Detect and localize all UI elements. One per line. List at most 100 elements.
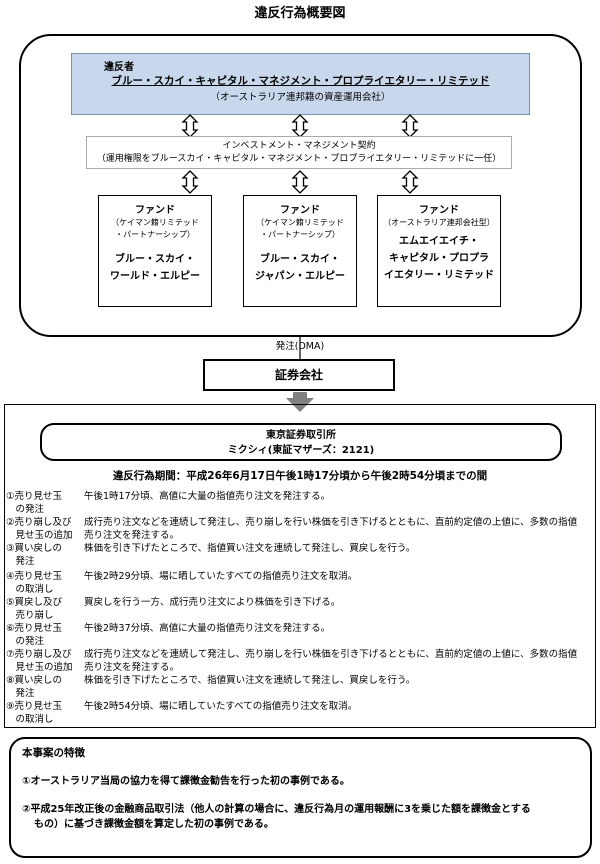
step-text: 成行売り注文などを連続して発注し、売り崩しを行い株価を引き下げるとともに、直前約… [84, 648, 596, 674]
step-label-line: ⑧買い戻しの [6, 675, 63, 686]
step-label-line: の取消し [6, 714, 54, 725]
exchange-name: 東京証券取引所 [266, 430, 336, 441]
contract-line1: インベストメント・マネジメント契約 [222, 141, 376, 151]
step-label: ⑧買い戻しの 発注 [6, 674, 92, 700]
step-label: ⑥売り見せ玉 の発注 [6, 622, 92, 648]
fund-box-2: ファンド （ケイマン籍リミテッド ・パートナーシップ） ブルー・スカイ・ ジャパ… [243, 195, 357, 307]
fund-name-line: ブルー・スカイ・ [260, 254, 340, 265]
step-text: 午後2時54分頃、場に晒していたすべての指値売り注文を取消。 [84, 700, 596, 713]
exchange-box: 東京証券取引所 ミクシィ(東証マザーズ：2121) [40, 423, 562, 461]
step-text: 株価を引き下げたところで、指値買い注文を連続して発注し、買戻しを行う。 [84, 674, 596, 687]
step-label: ①売り見せ玉 の発注 [6, 490, 92, 516]
step-label-line: の取消し [6, 584, 54, 595]
step-label-line: ⑥売り見せ玉 [6, 623, 63, 634]
step-text: 買戻しを行う一方、成行売り注文により株価を引き下げる。 [84, 596, 596, 609]
step-label-line: ④売り見せ玉 [6, 571, 63, 582]
fund-type-line: （オーストラリア連邦会社型） [383, 218, 495, 227]
step-label-line: ③買い戻しの [6, 543, 63, 554]
double-arrow-icon [292, 114, 308, 138]
fund-name: ブルー・スカイ・ ワールド・エルピー [99, 251, 211, 285]
feature-item-2-line: ②平成25年改正後の金融商品取引法（他人の計算の場合に、違反行為月の運用報酬に3… [22, 804, 531, 815]
step-label-line: 見せ玉の追加 [6, 530, 73, 541]
step-label: ⑦売り崩し及び 見せ玉の追加 [6, 648, 92, 674]
double-arrow-icon [182, 114, 198, 138]
step-label-line: 発注 [6, 556, 35, 567]
step-text-line: 株価を引き下げたところで、指値買い注文を連続して発注し、買戻しを行う。 [84, 675, 416, 686]
features-title: 本事案の特徴 [22, 747, 85, 759]
fund-name-line: キャピタル・プロプラ [389, 253, 489, 264]
step-text-line: 売り注文を発注する。 [84, 530, 180, 541]
step-text-line: 午後2時37分頃、高値に大量の指値売り注文を発注する。 [84, 623, 331, 634]
fund-name: エムエイエイチ・ キャピタル・プロプラ イエタリー・リミテッド [378, 233, 500, 284]
page-title: 違反行為概要図 [254, 6, 346, 21]
step-label-line: 売り崩し [6, 610, 54, 621]
step-label: ⑤買戻し及び 売り崩し [6, 596, 92, 622]
fund-header: ファンド [280, 205, 320, 216]
step-label: ④売り見せ玉 の取消し [6, 570, 92, 596]
violator-box [71, 53, 530, 115]
step-label-line: ⑨売り見せ玉 [6, 701, 63, 712]
step-label-line: ①売り見せ玉 [6, 491, 63, 502]
fund-box-3: ファンド （オーストラリア連邦会社型） エムエイエイチ・ キャピタル・プロプラ … [377, 195, 501, 307]
violator-label: 違反者 [104, 62, 134, 73]
step-label: ③買い戻しの 発注 [6, 542, 92, 568]
step-label-line: の発注 [6, 504, 45, 515]
fund-box-1: ファンド （ケイマン籍リミテッド ・パートナーシップ） ブルー・スカイ・ ワール… [98, 195, 212, 307]
violator-subtitle: （オーストラリア連邦籍の資産運用会社） [210, 92, 391, 103]
step-text-line: 午後2時29分頃、場に晒していたすべての指値売り注文を取消。 [84, 571, 358, 582]
step-text-line: 売り注文を発注する。 [84, 662, 180, 673]
fund-type: （ケイマン籍リミテッド ・パートナーシップ） [244, 217, 356, 241]
fund-name-line: ワールド・エルピー [110, 271, 200, 282]
violation-period: 違反行為期間：平成26年6月17日午後1時17分頃から午後2時54分頃までの間 [112, 470, 488, 482]
step-label-line: ⑤買戻し及び [6, 597, 63, 608]
fund-header: ファンド [419, 205, 459, 216]
broker-box: 証券会社 [203, 359, 395, 391]
fund-type: （ケイマン籍リミテッド ・パートナーシップ） [99, 217, 211, 241]
contract-box: インベストメント・マネジメント契約 （運用権限をブルースカイ・キャピタル・マネジ… [86, 136, 512, 169]
fund-name-line: ブルー・スカイ・ [115, 254, 195, 265]
fund-header: ファンド [135, 205, 175, 216]
exchange-stock: ミクシィ(東証マザーズ：2121) [227, 445, 375, 456]
double-arrow-icon [292, 170, 308, 194]
market-frame [4, 404, 596, 728]
double-arrow-icon [402, 114, 418, 138]
fund-type-line: ・パートナーシップ） [260, 230, 340, 239]
step-label-line: 発注 [6, 688, 35, 699]
fund-name: ブルー・スカイ・ ジャパン・エルピー [244, 251, 356, 285]
step-text: 午後2時37分頃、高値に大量の指値売り注文を発注する。 [84, 622, 596, 635]
double-arrow-icon [402, 170, 418, 194]
step-label: ⑨売り見せ玉 の取消し [6, 700, 92, 726]
step-label: ②売り崩し及び 見せ玉の追加 [6, 516, 92, 542]
fund-type-line: ・パートナーシップ） [115, 230, 195, 239]
fund-type-line: （ケイマン籍リミテッド [111, 218, 199, 227]
step-text-line: 成行売り注文などを連続して発注し、売り崩しを行い株価を引き下げるとともに、直前約… [84, 649, 578, 660]
feature-item-2: ②平成25年改正後の金融商品取引法（他人の計算の場合に、違反行為月の運用報酬に3… [22, 802, 584, 832]
violator-name: ブルー・スカイ・キャピタル・マネジメント・プロプライエタリー・リミテッド [111, 75, 490, 87]
feature-item-2-line: もの）に基づき課徴金額を算定した初の事例である。 [34, 819, 274, 830]
step-label-line: ②売り崩し及び [6, 517, 72, 528]
step-text: 成行売り注文などを連続して発注し、売り崩しを行い株価を引き下げるとともに、直前約… [84, 516, 596, 542]
step-label-line: 見せ玉の追加 [6, 662, 73, 673]
step-text-line: 株価を引き下げたところで、指値買い注文を連続して発注し、買戻しを行う。 [84, 543, 416, 554]
step-text: 午後1時17分頃、高値に大量の指値売り注文を発注する。 [84, 490, 596, 503]
step-text: 株価を引き下げたところで、指値買い注文を連続して発注し、買戻しを行う。 [84, 542, 596, 555]
step-text: 午後2時29分頃、場に晒していたすべての指値売り注文を取消。 [84, 570, 596, 583]
feature-item-1: ①オーストラリア当局の協力を得て課徴金勧告を行った初の事例である。 [22, 776, 350, 787]
step-text-line: 午後2時54分頃、場に晒していたすべての指値売り注文を取消。 [84, 701, 358, 712]
down-arrow-icon [286, 392, 314, 412]
order-label: 発注(DMA) [275, 341, 325, 352]
step-label-line: ⑦売り崩し及び [6, 649, 72, 660]
fund-type-line: （ケイマン籍リミテッド [256, 218, 344, 227]
step-text-line: 成行売り注文などを連続して発注し、売り崩しを行い株価を引き下げるとともに、直前約… [84, 517, 578, 528]
fund-name-line: イエタリー・リミテッド [384, 270, 494, 281]
step-label-line: の発注 [6, 636, 45, 647]
fund-name-line: エムエイエイチ・ [399, 236, 479, 247]
step-text-line: 買戻しを行う一方、成行売り注文により株価を引き下げる。 [84, 597, 341, 608]
fund-type: （オーストラリア連邦会社型） [378, 217, 500, 229]
contract-line2: （運用権限をブルースカイ・キャピタル・マネジメント・プロプライエタリー・リミテッ… [96, 154, 502, 164]
features-box [9, 737, 592, 858]
step-text-line: 午後1時17分頃、高値に大量の指値売り注文を発注する。 [84, 491, 331, 502]
fund-name-line: ジャパン・エルピー [255, 271, 345, 282]
double-arrow-icon [182, 170, 198, 194]
